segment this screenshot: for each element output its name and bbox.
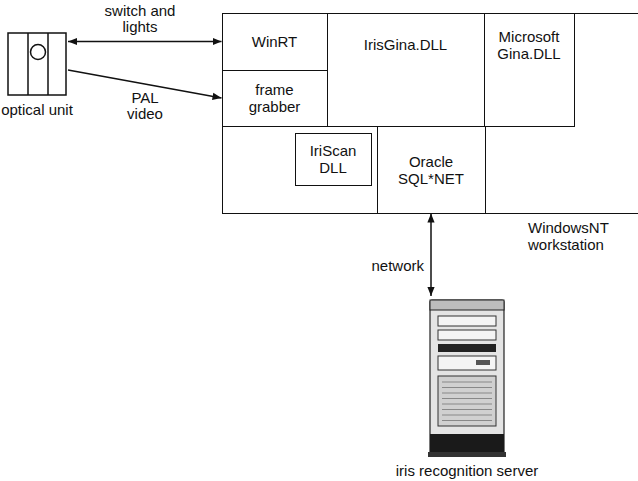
box-label: Microsoft Gina.DLL [490,28,569,62]
connector-arrow [68,41,222,43]
signal-label: PAL video [120,90,170,122]
box-label: IriScan DLL [301,142,366,176]
hardware-box: frame grabber [222,70,328,127]
signal-label: switch and lights [95,3,185,35]
optical-unit: optical unit [8,33,66,95]
box-label: IrisGina.DLL [364,36,447,53]
software-box: Microsoft Gina.DLL [484,13,575,127]
server-node: iris recognition server [428,298,506,458]
optical-unit-drawing [6,31,68,97]
box-label: Oracle SQL*NET [383,153,480,187]
node-caption: iris recognition server [386,462,548,479]
software-box: WinRT [222,13,328,71]
box-label: WinRT [252,33,298,50]
connector-arrow [430,214,432,297]
software-box: IrisGina.DLL [327,13,485,127]
node-caption: WindowsNT workstation [528,219,624,253]
node-caption: optical unit [0,101,79,118]
software-box: IriScan DLL [295,133,372,186]
workstation-box: WindowsNT workstationWinRTframe grabberI… [222,13,638,214]
software-box: Oracle SQL*NET [377,126,486,214]
server-tower-drawing [426,296,508,460]
box-label: frame grabber [228,81,322,115]
signal-label: network [352,258,424,274]
